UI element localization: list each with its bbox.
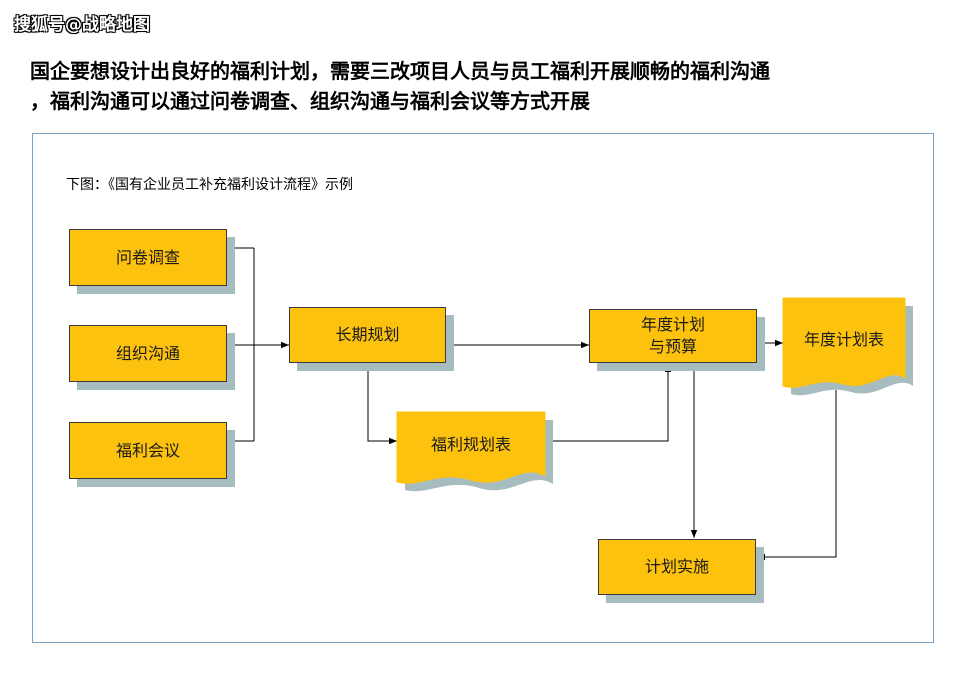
diagram-frame (32, 133, 934, 643)
survey-label: 问卷调查 (115, 247, 180, 267)
welfare-plan-table-shape (396, 411, 553, 492)
org-comm-box: 组织沟通 (69, 325, 227, 382)
headline-line-1: 国企要想设计出良好的福利计划，需要三改项目人员与员工福利开展顺畅的福利沟通 (30, 59, 770, 83)
long-plan-label: 长期规划 (335, 325, 400, 344)
implement-label: 计划实施 (644, 557, 709, 576)
org-comm-label: 组织沟通 (115, 343, 180, 363)
survey-box: 问卷调查 (69, 229, 227, 286)
annual-plan-table-label: 年度计划表 (803, 330, 884, 349)
connector-long-to-welfare-table (367, 363, 397, 445)
watermark: 搜狐号@战略地图 (14, 15, 150, 35)
diagram-caption: 下图：《国有企业员工补充福利设计流程》示例 (66, 177, 353, 193)
annual-plan-label-line-1: 年度计划 (640, 315, 705, 334)
headline-line-2: ，福利沟通可以通过问卷调查、组织沟通与福利会议等方式开展 (30, 89, 590, 113)
headline: 国企要想设计出良好的福利计划，需要三改项目人员与员工福利开展顺畅的福利沟通 ，福… (30, 56, 940, 116)
connector-welfare-table-to-annual (546, 364, 672, 442)
meeting-label: 福利会议 (115, 440, 180, 460)
annual-plan-label-line-2: 与预算 (648, 337, 697, 356)
connector-annual-table-to-implement (757, 390, 837, 561)
meeting-box: 福利会议 (69, 422, 227, 479)
annual-plan-box: 年度计划 与预算 (589, 309, 757, 363)
implement-box: 计划实施 (598, 539, 756, 595)
welfare-plan-table-label: 福利规划表 (430, 435, 511, 454)
long-plan-box: 长期规划 (289, 307, 446, 363)
annual-plan-table-shape (782, 297, 913, 396)
